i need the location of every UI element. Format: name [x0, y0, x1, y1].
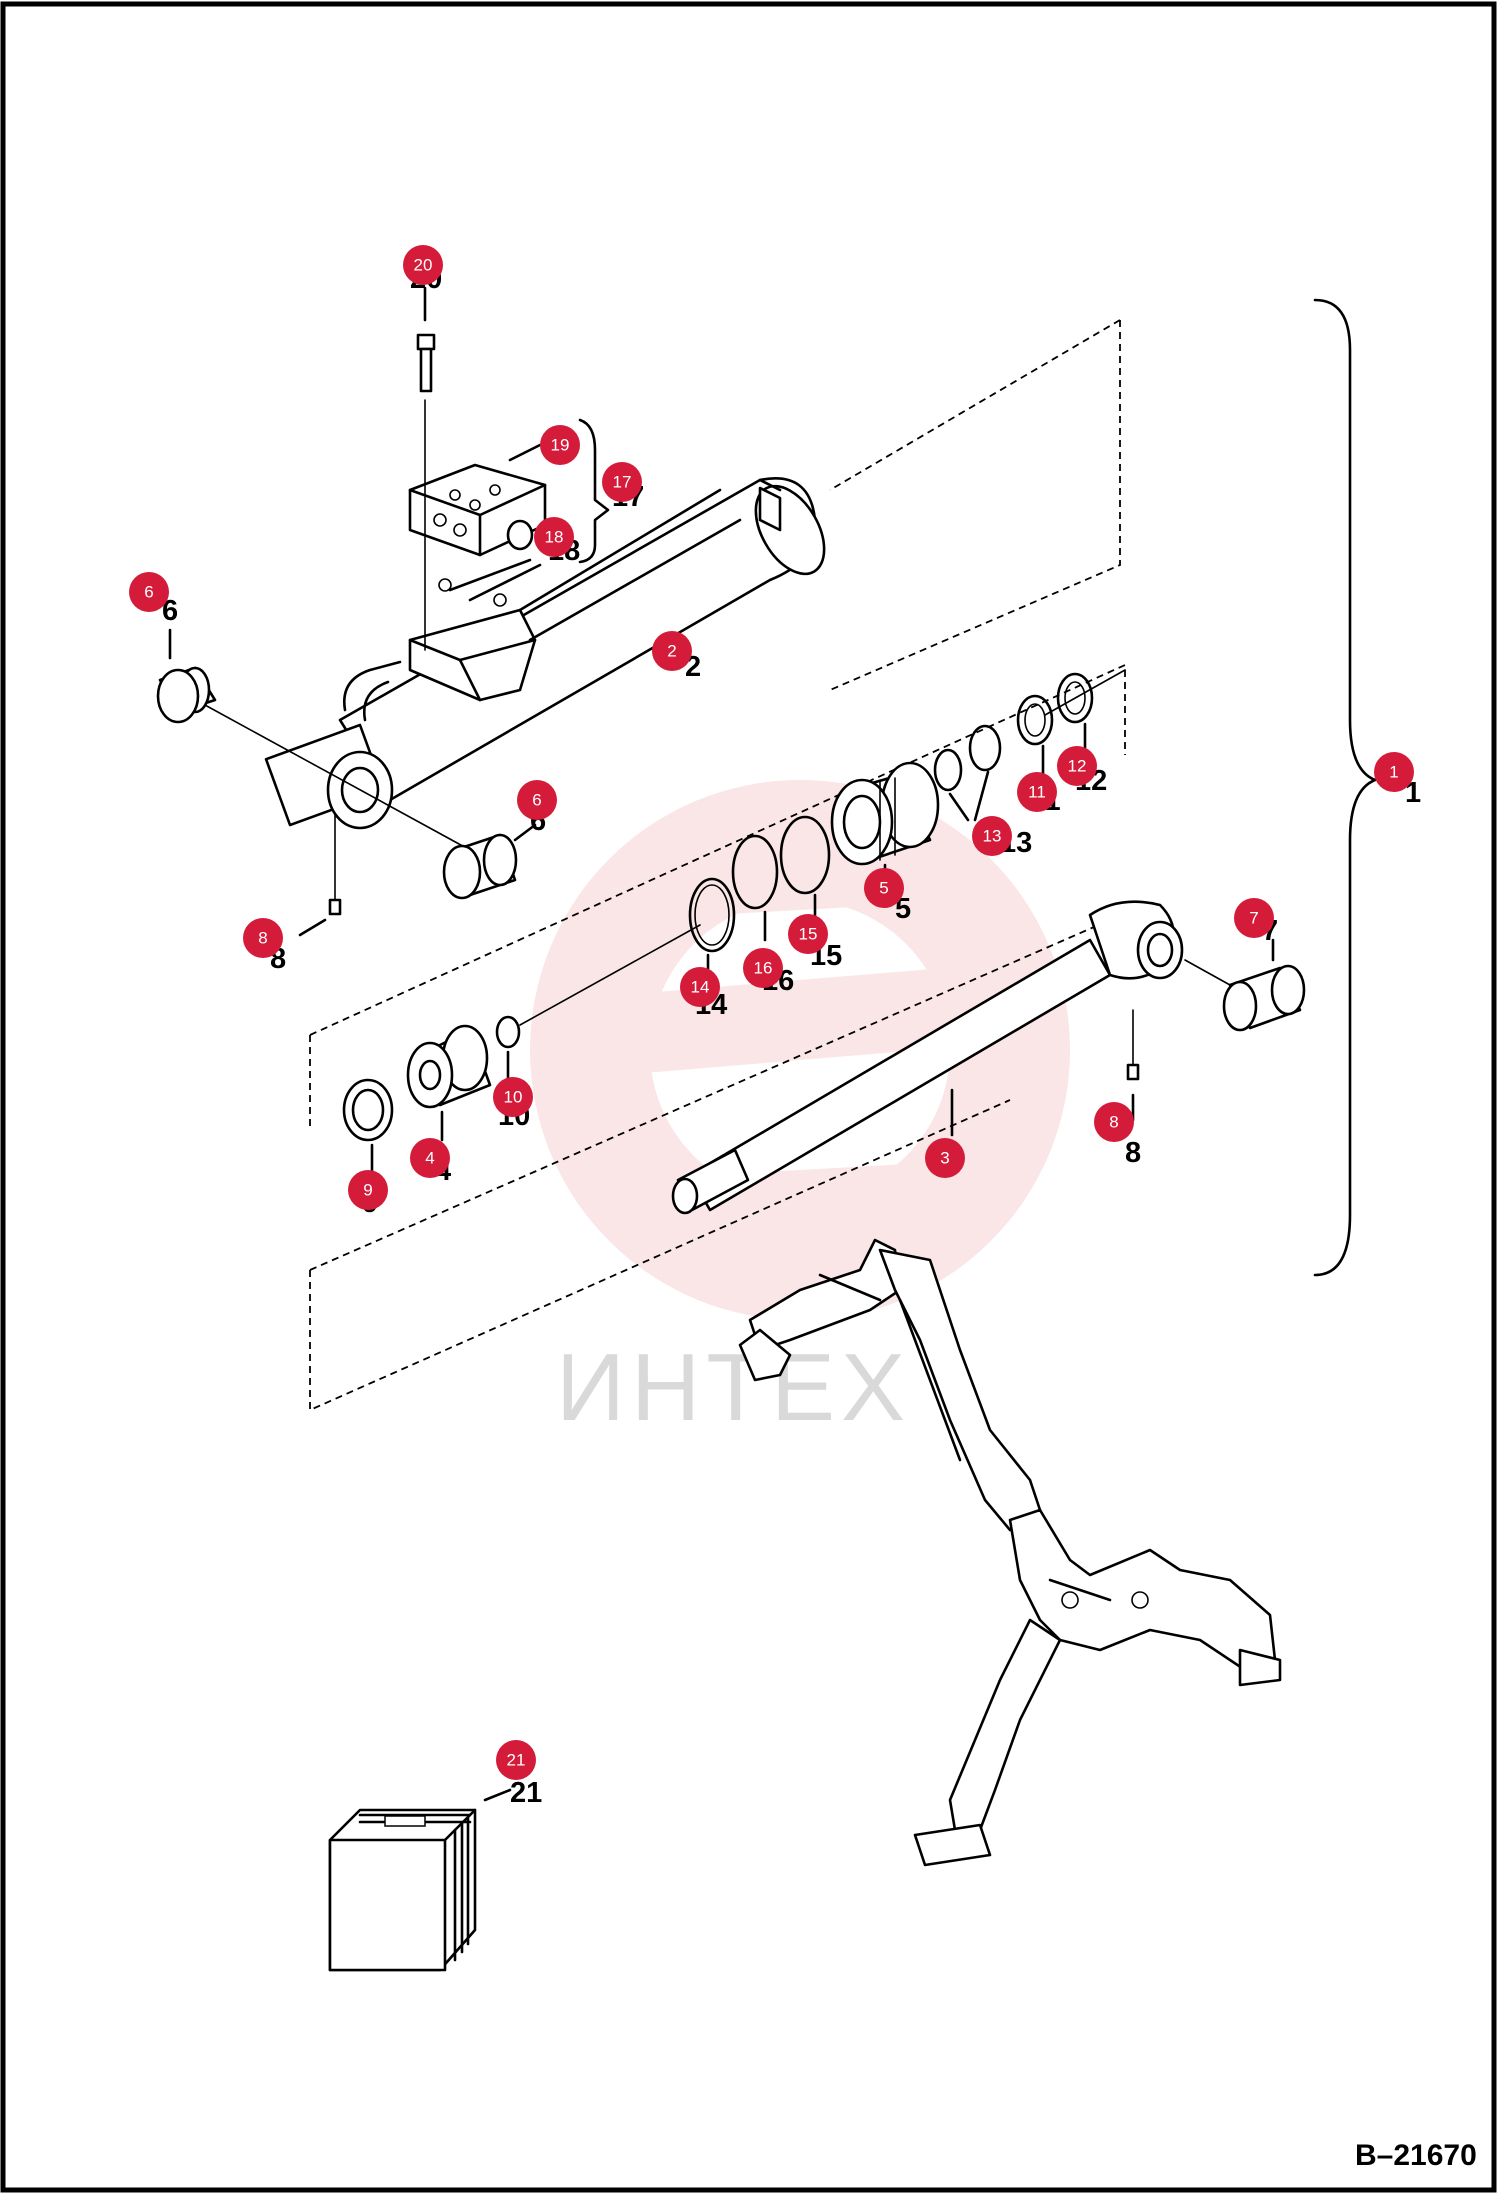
grease-fitting-8-right — [1126, 1009, 1140, 1081]
seal-ring-10 — [495, 1015, 521, 1049]
gland-4 — [406, 1024, 492, 1109]
svg-text:20: 20 — [414, 256, 433, 275]
badge-9: 9 — [348, 1170, 388, 1210]
badge-12: 12 — [1057, 746, 1097, 786]
watermark-logo — [530, 780, 1070, 1320]
exploded-plane-upper — [829, 319, 1121, 691]
badge-6-lower: 6 — [517, 780, 557, 820]
badge-8-left: 8 — [243, 918, 283, 958]
svg-text:10: 10 — [504, 1088, 523, 1107]
bushing-6-upper — [156, 666, 471, 851]
svg-text:9: 9 — [363, 1181, 372, 1200]
badge-7: 7 — [1234, 898, 1274, 938]
svg-text:21: 21 — [507, 1751, 526, 1770]
svg-text:12: 12 — [1068, 757, 1087, 776]
svg-text:7: 7 — [1249, 909, 1258, 928]
leader-18 — [448, 558, 542, 602]
number-6-upper: 6 — [162, 595, 178, 627]
seal-ring-14 — [688, 877, 736, 953]
svg-text:13: 13 — [983, 827, 1002, 846]
seal-ring-11 — [1016, 694, 1054, 746]
svg-text:6: 6 — [532, 791, 541, 810]
badge-16: 16 — [743, 948, 783, 988]
badge-20: 20 — [403, 245, 443, 285]
brace-1 — [1313, 298, 1377, 1277]
svg-text:1: 1 — [1389, 763, 1398, 782]
callout-badges: 20 19 17 18 6 2 6 8 12 11 13 5 15 16 14 … — [129, 245, 1414, 1780]
number-8-right: 8 — [1125, 1137, 1141, 1169]
badge-14: 14 — [680, 967, 720, 1007]
badge-18: 18 — [534, 517, 574, 557]
wiper-9 — [342, 1078, 394, 1142]
svg-text:11: 11 — [1028, 783, 1046, 802]
svg-text:4: 4 — [425, 1149, 434, 1168]
svg-text:8: 8 — [1109, 1113, 1118, 1132]
badge-6-upper: 6 — [129, 572, 169, 612]
badge-5: 5 — [864, 868, 904, 908]
bushing-6-lower — [442, 833, 518, 900]
piston-5 — [830, 761, 940, 866]
reference-code: B–21670 — [1355, 2139, 1477, 2172]
bracket-17 — [578, 418, 610, 564]
badge-2: 2 — [652, 631, 692, 671]
badge-4: 4 — [410, 1138, 450, 1178]
badge-15: 15 — [788, 914, 828, 954]
exploded-plane-middle — [309, 663, 1126, 1130]
leader-lines — [168, 286, 1275, 1802]
number-21: 21 — [510, 1777, 542, 1809]
seal-ring-13b — [968, 724, 1002, 772]
badge-13: 13 — [972, 816, 1012, 856]
manifold-block — [408, 399, 547, 651]
svg-text:17: 17 — [613, 473, 632, 492]
badge-1: 1 — [1374, 752, 1414, 792]
axis-line — [519, 924, 701, 1026]
svg-text:5: 5 — [879, 879, 888, 898]
seal-ring-12 — [1056, 672, 1094, 724]
seal-ring-13a — [933, 748, 963, 792]
watermark-text: ИНТЕХ — [556, 1334, 911, 1441]
svg-text:2: 2 — [667, 642, 676, 661]
svg-text:14: 14 — [691, 978, 710, 997]
badge-3: 3 — [925, 1138, 965, 1178]
bolt-20 — [416, 333, 436, 393]
cylinder-rod — [671, 900, 1184, 1215]
badge-17: 17 — [602, 462, 642, 502]
badge-19: 19 — [540, 425, 580, 465]
grease-fitting-8-left — [328, 814, 342, 916]
exploded-plane-lower — [309, 919, 1111, 1412]
backhoe-assembly-illustration — [738, 1238, 1282, 1867]
cylinder-barrel — [264, 477, 826, 830]
seal-ring-16 — [731, 834, 779, 910]
svg-text:3: 3 — [940, 1149, 949, 1168]
bushing-7 — [1184, 959, 1306, 1032]
svg-text:16: 16 — [754, 959, 773, 978]
svg-text:19: 19 — [551, 436, 570, 455]
axis-line-right — [1044, 669, 1126, 716]
badge-11: 11 — [1017, 772, 1057, 812]
svg-text:15: 15 — [799, 925, 818, 944]
badge-8-right: 8 — [1094, 1102, 1134, 1142]
badge-10: 10 — [493, 1077, 533, 1117]
badge-21: 21 — [496, 1740, 536, 1780]
svg-text:8: 8 — [258, 929, 267, 948]
manual-book-21 — [328, 1808, 477, 1972]
leader-19 — [508, 443, 542, 462]
svg-text:6: 6 — [144, 583, 153, 602]
seal-ring-15 — [779, 815, 831, 895]
svg-text:18: 18 — [545, 528, 564, 547]
